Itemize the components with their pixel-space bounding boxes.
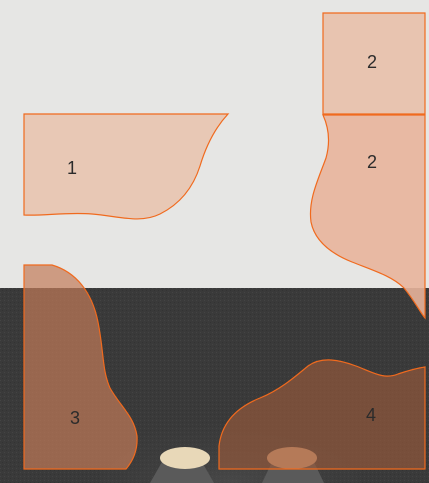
region-1-label: 1 (67, 158, 77, 178)
region-4-label: 4 (366, 405, 376, 425)
region-2-top: 2 (323, 13, 425, 114)
region-3-label: 3 (70, 408, 80, 428)
region-2-top-label: 2 (367, 52, 377, 72)
region-2-bottom-label: 2 (367, 152, 377, 172)
